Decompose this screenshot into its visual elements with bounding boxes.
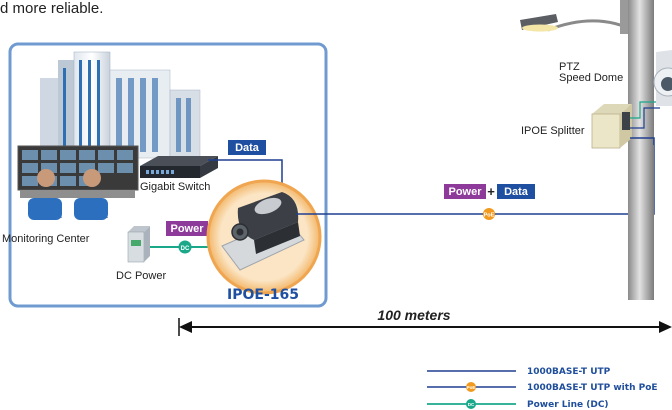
ptz-label-line1: PTZ (559, 61, 580, 73)
combo-plus-label: + (487, 184, 495, 199)
legend-dc-marker (466, 399, 476, 409)
switch-icon (140, 156, 218, 178)
legend: 1000BASE-T UTP PoE 1000BASE-T UTP with P… (427, 367, 658, 410)
combo-power-tag (444, 184, 486, 199)
dc-marker-text: DC (181, 246, 190, 252)
ipoe-165-device-icon (206, 179, 322, 295)
street-light-pole-icon (520, 0, 654, 300)
poe-marker-text: PoE (484, 213, 495, 219)
ptz-label-line2: Speed Dome (559, 72, 623, 84)
dc-power-label: DC Power (116, 270, 166, 282)
splitter-to-dome-power (630, 101, 656, 119)
combo-data-label: Data (504, 186, 529, 198)
ipoe-splitter-icon (591, 104, 632, 149)
splitter-to-dome-data (630, 107, 660, 129)
combo-power-label: Power (448, 186, 482, 198)
dc-marker (178, 240, 192, 254)
distance-label: 100 meters (377, 307, 450, 323)
poe-marker (483, 208, 495, 220)
splitter-uplink (630, 137, 655, 145)
ipoe-splitter-label: IPOE Splitter (521, 125, 585, 137)
legend-poe-marker-text: PoE (467, 385, 476, 390)
power-tag (166, 221, 208, 236)
operators-icon (20, 169, 135, 220)
building-icon (40, 51, 201, 159)
poe-link-cable (296, 145, 655, 215)
legend-poe-marker (466, 382, 476, 392)
power-tag-label: Power (170, 223, 204, 235)
combo-data-tag (497, 184, 535, 199)
ptz-speed-dome-icon (653, 50, 672, 106)
monitor-wall-icon (17, 145, 139, 191)
data-tag-label: Data (235, 142, 260, 154)
gigabit-switch-label: Gigabit Switch (140, 181, 210, 193)
monitoring-center-label: Monitoring Center (2, 233, 90, 245)
legend-utp-label: 1000BASE-T UTP (527, 367, 611, 377)
legend-dc-marker-text: DC (468, 402, 475, 407)
device-name-label: IPOE-165 (227, 287, 299, 303)
dc-power-icon (127, 226, 150, 263)
legend-poe-label: 1000BASE-T UTP with PoE (527, 383, 658, 393)
legend-dc-label: Power Line (DC) (527, 400, 609, 410)
intro-text-fragment: d more reliable. (0, 0, 103, 17)
distance-arrow (178, 318, 672, 336)
data-tag (228, 140, 266, 155)
